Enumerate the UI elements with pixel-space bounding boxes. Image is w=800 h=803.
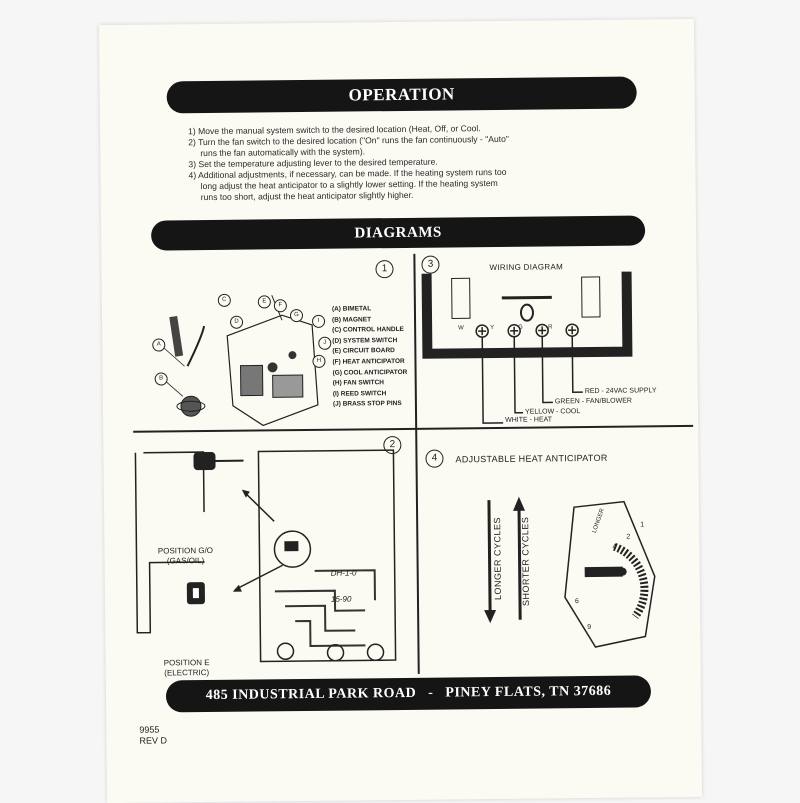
wire-yellow: YELLOW - COOL: [525, 408, 580, 416]
wire-white: WHITE - HEAT: [505, 416, 552, 423]
terminal-y: Y: [490, 325, 494, 331]
wire-green: GREEN - FAN/BLOWER: [555, 398, 632, 406]
terminal-r: R: [548, 324, 552, 330]
terminal-g: G: [518, 325, 523, 331]
anticipator-title: ADJUSTABLE HEAT ANTICIPATOR: [455, 453, 607, 465]
callout-h: H: [312, 355, 325, 368]
panel-4-number: 4: [425, 450, 443, 468]
board-label-1: DH-1-0: [331, 568, 357, 577]
callout-g: G: [290, 309, 303, 322]
callout-e: E: [258, 295, 271, 308]
position-e-label: POSITION E (ELECTRIC): [142, 658, 232, 679]
shorter-cycles-label: SHORTER CYCLES: [520, 517, 531, 606]
callout-f: F: [274, 299, 287, 312]
legend-item: (E) CIRCUIT BOARD: [332, 346, 407, 357]
position-e-subtitle: (ELECTRIC): [142, 668, 232, 679]
callout-d: D: [230, 316, 243, 329]
address-banner: 485 INDUSTRIAL PARK ROAD - PINEY FLATS, …: [166, 675, 651, 712]
legend-item: (F) HEAT ANTICIPATOR: [332, 357, 407, 368]
position-go-subtitle: (GAS/OIL): [141, 556, 231, 567]
revision: REV D: [139, 735, 167, 746]
legend-item: (B) MAGNET: [332, 315, 407, 326]
legend-item: (C) CONTROL HANDLE: [332, 325, 407, 336]
board-label-2: 15-90: [331, 595, 352, 604]
dial-tick-1: 1: [640, 521, 644, 528]
dial-tick-4: 4: [612, 544, 616, 551]
instruction-sheet: OPERATION 1) Move the manual system swit…: [99, 19, 702, 803]
callout-a: A: [152, 338, 165, 351]
component-legend: (A) BIMETAL (B) MAGNET (C) CONTROL HANDL…: [332, 304, 408, 411]
longer-cycles-label: LONGER CYCLES: [492, 517, 503, 600]
callout-j: J: [318, 337, 331, 350]
part-number: 9955: [139, 724, 167, 735]
legend-item: (A) BIMETAL: [332, 304, 407, 315]
legend-item: (D) SYSTEM SWITCH: [332, 336, 407, 347]
diagrams-grid: 1 A B C D E F G H I J (A) BIMETAL (B) MA…: [131, 251, 695, 677]
address-city: PINEY FLATS, TN 37686: [445, 684, 611, 701]
operation-steps: 1) Move the manual system switch to the …: [188, 121, 644, 203]
anticipator-dial-drawing: [554, 496, 676, 647]
callout-i: I: [312, 315, 325, 328]
diagrams-banner: DIAGRAMS: [151, 215, 645, 250]
legend-item: (H) FAN SWITCH: [333, 378, 408, 389]
callout-b: B: [155, 372, 168, 385]
operation-banner: OPERATION: [167, 77, 637, 114]
dial-tick-6: 6: [575, 598, 579, 605]
position-go-label: POSITION G/O (GAS/OIL): [140, 546, 230, 567]
address-separator: -: [428, 686, 433, 701]
wire-red: RED - 24VAC SUPPLY: [585, 387, 657, 395]
legend-item: (G) COOL ANTICIPATOR: [333, 367, 408, 378]
terminal-w: W: [458, 325, 464, 331]
wiring-diagram-title: WIRING DIAGRAM: [489, 262, 563, 272]
panel-3-number: 3: [421, 256, 439, 274]
callout-c: C: [218, 294, 231, 307]
legend-item: (J) BRASS STOP PINS: [333, 399, 408, 410]
legend-item: (I) REED SWITCH: [333, 389, 408, 400]
dial-tick-2: 2: [626, 534, 630, 541]
dial-tick-9: 9: [587, 624, 591, 631]
document-footer: 9955 REV D: [139, 724, 167, 746]
address-street: 485 INDUSTRIAL PARK ROAD: [206, 686, 417, 703]
